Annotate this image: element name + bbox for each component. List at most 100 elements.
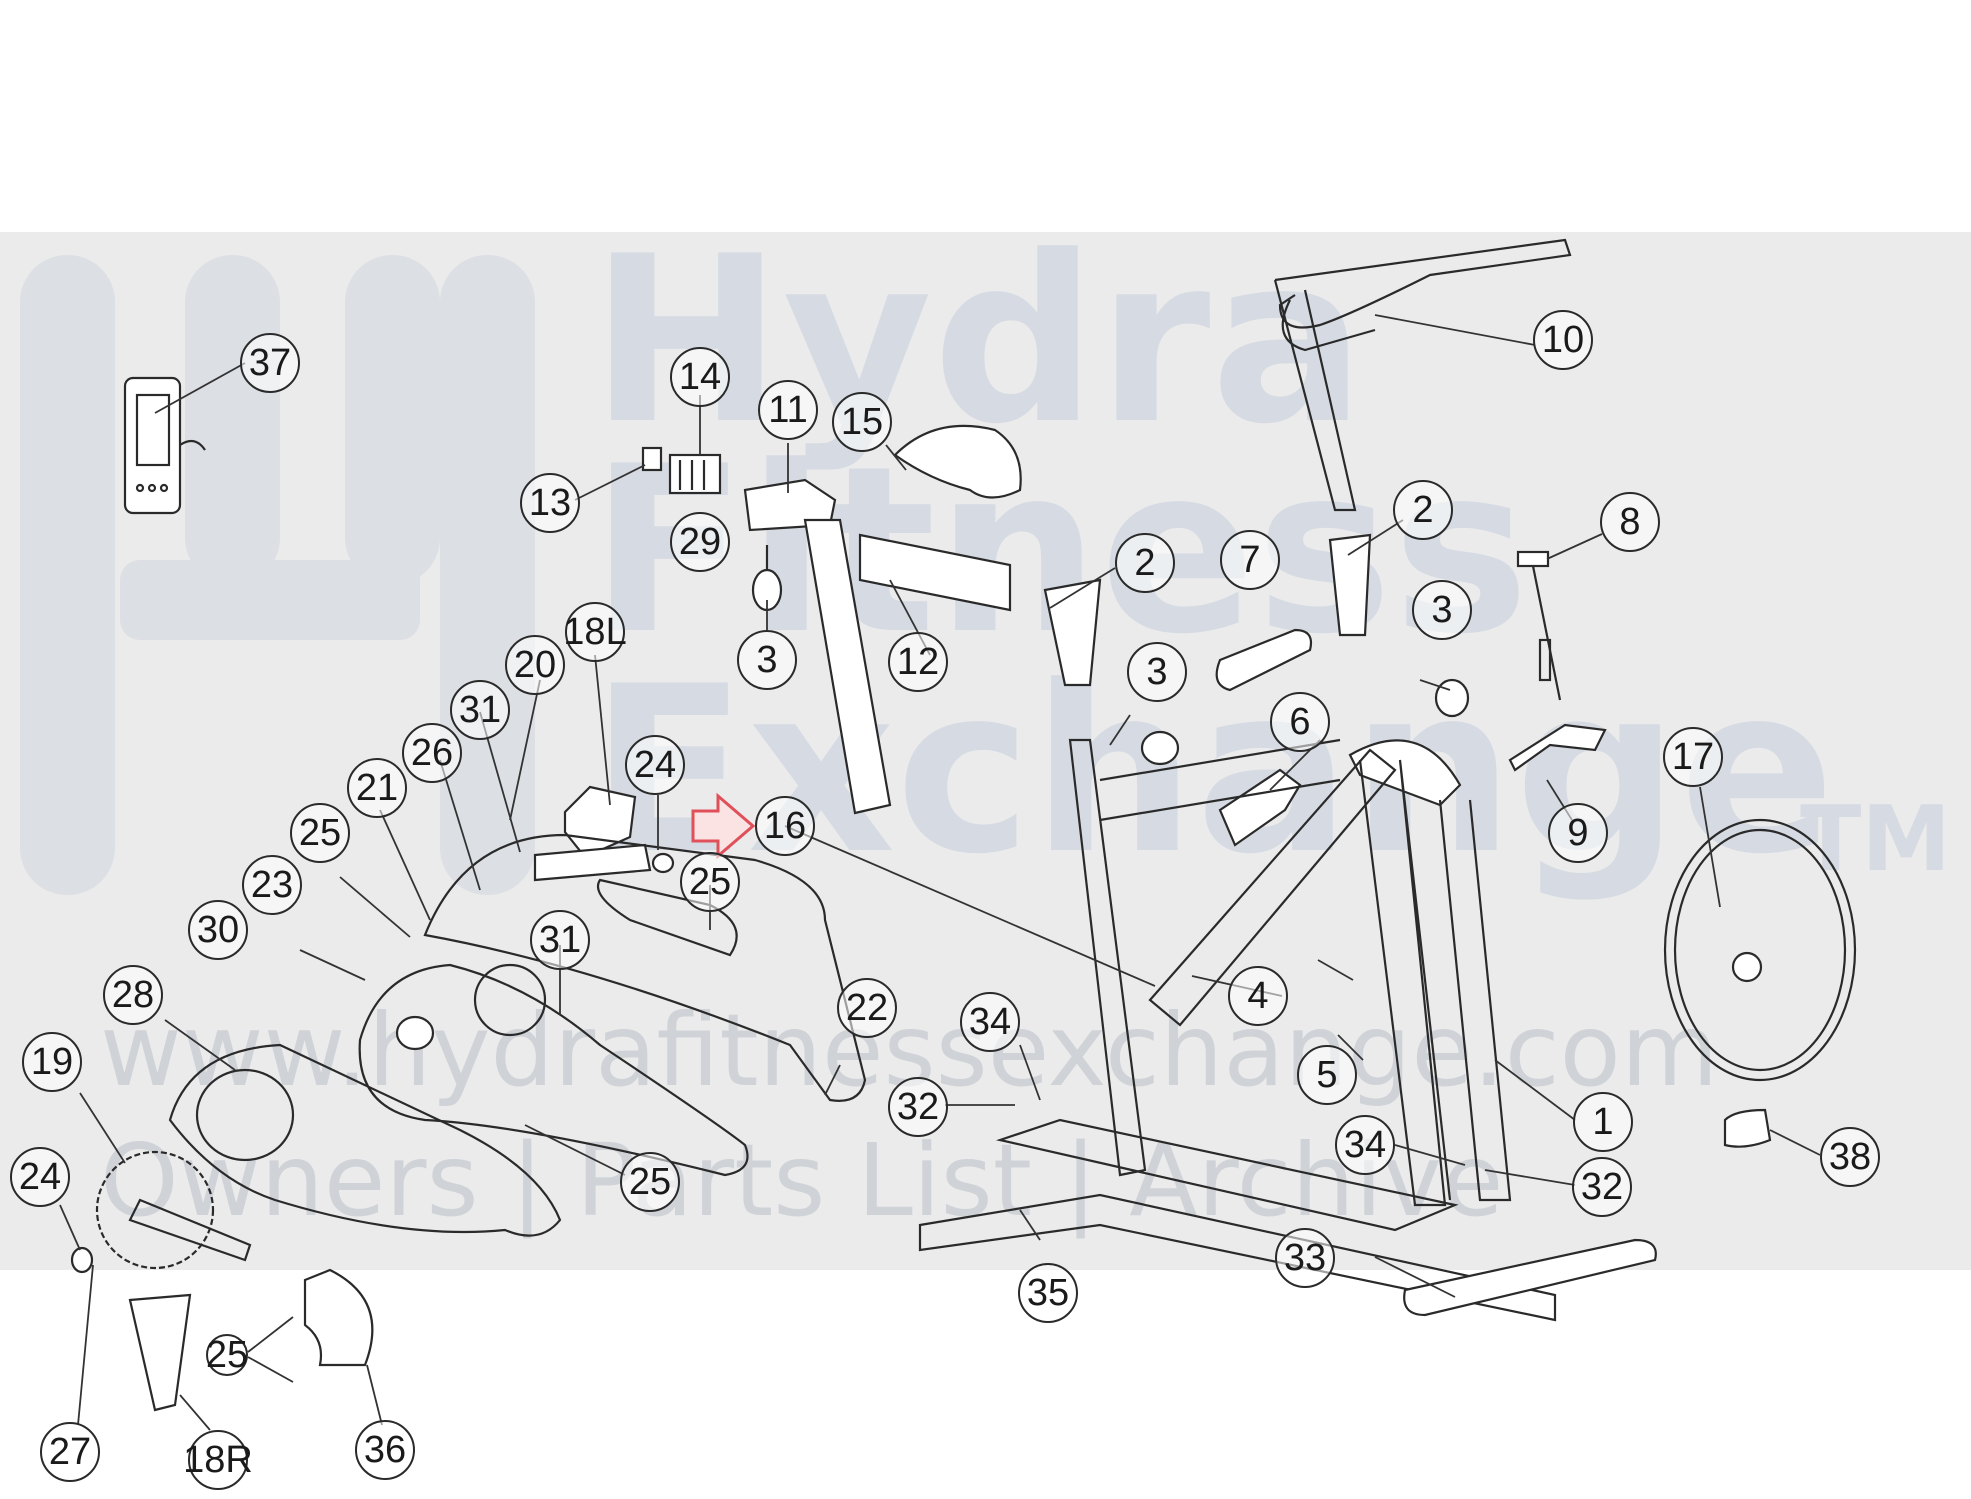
callout-21: 21 xyxy=(347,758,407,818)
callout-13: 13 xyxy=(520,473,580,533)
svg-text:29: 29 xyxy=(679,521,721,563)
handlebar-part xyxy=(1273,238,1572,512)
callout-34-right: 34 xyxy=(1335,1115,1395,1175)
svg-text:35: 35 xyxy=(1027,1272,1069,1314)
watermark-band xyxy=(0,232,1971,1270)
watermark-line-3: Exchange xyxy=(590,638,1835,905)
callout-23: 23 xyxy=(242,855,302,915)
svg-text:21: 21 xyxy=(356,767,398,809)
callout-26: 26 xyxy=(402,723,462,783)
sleeve-part-left xyxy=(1043,578,1102,687)
callout-18L: 18L xyxy=(563,602,627,662)
callout-30: 30 xyxy=(188,900,248,960)
adjuster-clamp-parts xyxy=(641,446,722,495)
brake-part xyxy=(1508,723,1607,772)
callout-38: 38 xyxy=(1820,1127,1880,1187)
leader-lines xyxy=(59,314,1821,1431)
svg-text:26: 26 xyxy=(411,732,453,774)
svg-text:23: 23 xyxy=(251,864,293,906)
svg-text:12: 12 xyxy=(897,641,939,683)
svg-text:24: 24 xyxy=(19,1156,61,1198)
callout-25-mid: 25 xyxy=(680,852,740,912)
svg-text:24: 24 xyxy=(634,744,676,786)
svg-text:9: 9 xyxy=(1567,812,1588,854)
end-cap-part xyxy=(1723,1108,1772,1148)
callout-7: 7 xyxy=(1220,530,1280,590)
main-frame-part xyxy=(918,738,1557,1322)
callout-3-right: 3 xyxy=(1412,580,1472,640)
callout-6: 6 xyxy=(1270,692,1330,752)
svg-text:25: 25 xyxy=(629,1161,671,1203)
callout-22: 22 xyxy=(837,978,897,1038)
callout-24-bottom: 24 xyxy=(10,1147,70,1207)
svg-text:17: 17 xyxy=(1672,736,1714,778)
inner-guard-part xyxy=(168,1043,562,1237)
callout-3-seat: 3 xyxy=(737,630,797,690)
callout-37: 37 xyxy=(240,333,300,393)
chain-guard-hole xyxy=(473,963,547,1037)
svg-text:31: 31 xyxy=(539,919,581,961)
rear-stabilizer-part xyxy=(1403,1238,1657,1317)
svg-text:33: 33 xyxy=(1284,1237,1326,1279)
svg-text:32: 32 xyxy=(897,1086,939,1128)
callout-36: 36 xyxy=(355,1420,415,1480)
svg-text:25: 25 xyxy=(689,861,731,903)
svg-text:1: 1 xyxy=(1592,1101,1613,1143)
svg-text:2: 2 xyxy=(1134,542,1155,584)
cover-plate-part xyxy=(303,1268,374,1367)
callout-10: 10 xyxy=(1533,310,1593,370)
callout-29: 29 xyxy=(670,512,730,572)
callout-12: 12 xyxy=(888,632,948,692)
svg-text:20: 20 xyxy=(514,644,556,686)
svg-text:7: 7 xyxy=(1239,539,1260,581)
sleeve-part-right xyxy=(1328,533,1372,637)
svg-text:34: 34 xyxy=(1344,1124,1386,1166)
callout-31-top: 31 xyxy=(450,680,510,740)
callout-5: 5 xyxy=(1297,1045,1357,1105)
svg-text:5: 5 xyxy=(1316,1054,1337,1096)
svg-text:36: 36 xyxy=(364,1429,406,1471)
bottle-cage-part xyxy=(1218,768,1302,847)
svg-text:30: 30 xyxy=(197,909,239,951)
drive-belt-part xyxy=(358,963,749,1177)
crank-arm-right xyxy=(128,1198,252,1262)
left-pedal-part xyxy=(563,785,637,859)
callout-9: 9 xyxy=(1548,803,1608,863)
svg-text:13: 13 xyxy=(529,482,571,524)
callout-17: 17 xyxy=(1663,727,1723,787)
svg-text:31: 31 xyxy=(459,689,501,731)
bottle-part xyxy=(1215,628,1313,692)
svg-text:6: 6 xyxy=(1289,701,1310,743)
seat-slider-part xyxy=(858,533,1012,612)
svg-text:10: 10 xyxy=(1542,319,1584,361)
callout-27: 27 xyxy=(40,1422,100,1482)
svg-text:3: 3 xyxy=(756,639,777,681)
callout-4: 4 xyxy=(1228,966,1288,1026)
arrow-right-icon xyxy=(691,792,756,860)
callout-15: 15 xyxy=(832,392,892,452)
svg-text:25: 25 xyxy=(299,812,341,854)
callout-16: 16 xyxy=(755,796,815,856)
knob-part xyxy=(751,545,783,612)
svg-text:27: 27 xyxy=(49,1431,91,1473)
pulley-part xyxy=(395,1015,435,1051)
svg-text:19: 19 xyxy=(31,1041,73,1083)
callout-24-top: 24 xyxy=(625,735,685,795)
callout-25-bottom: 25 xyxy=(620,1152,680,1212)
svg-text:3: 3 xyxy=(1146,651,1167,693)
callout-20: 20 xyxy=(505,635,565,695)
dust-cap-part xyxy=(70,1246,94,1274)
callout-32-right: 32 xyxy=(1572,1157,1632,1217)
chain-guard-slot xyxy=(597,878,738,957)
callout-25-left: 25 xyxy=(290,803,350,863)
callout-31-bottom: 31 xyxy=(530,910,590,970)
flywheel-part xyxy=(1663,818,1857,1082)
callout-14: 14 xyxy=(670,347,730,407)
callout-25-small: 25 xyxy=(206,1334,248,1376)
watermark-tagline: Owners | Parts List | Archive xyxy=(100,1122,1503,1239)
svg-text:38: 38 xyxy=(1829,1136,1871,1178)
callout-28: 28 xyxy=(103,965,163,1025)
console-part xyxy=(123,376,206,515)
right-pedal-part xyxy=(128,1293,192,1412)
